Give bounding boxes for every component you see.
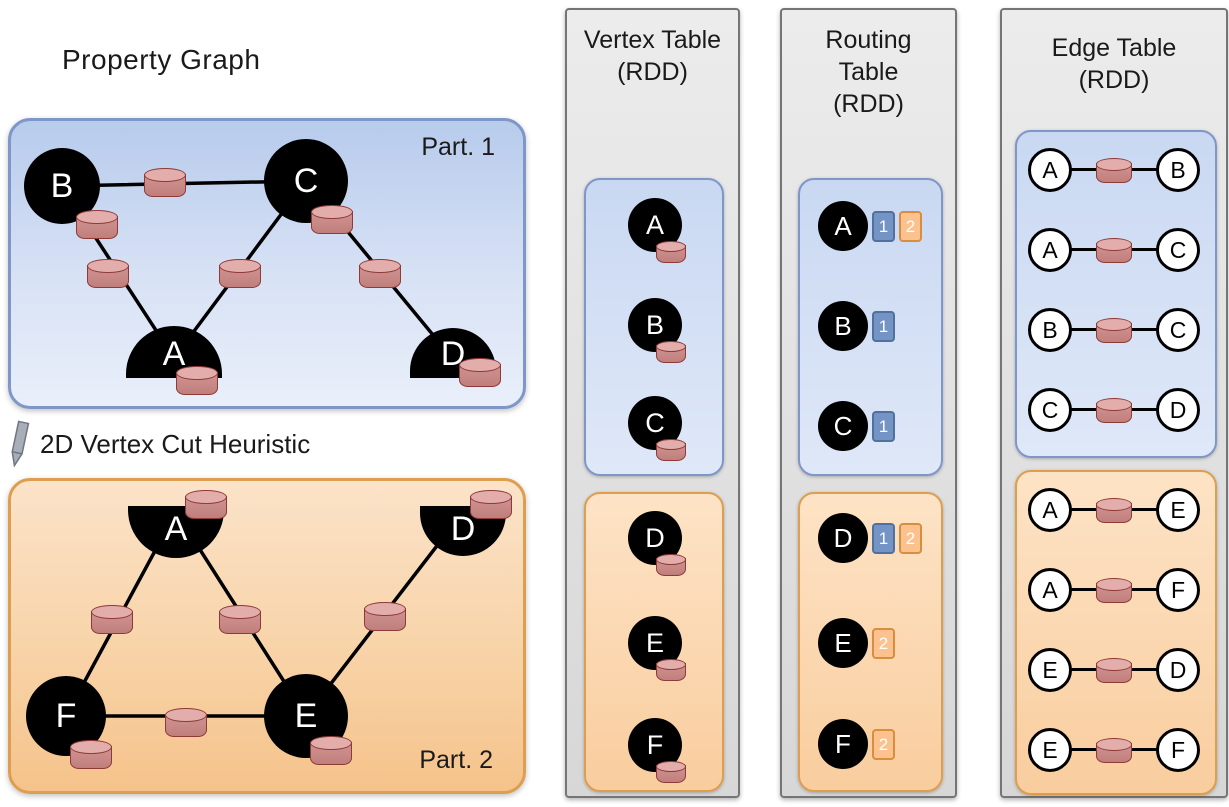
- vertex-table-node-f: F: [628, 718, 682, 772]
- edge-property-cylinder-icon: [1096, 578, 1132, 603]
- edge-src-node: A: [1028, 228, 1072, 272]
- vertex-table-subtitle: (RDD): [617, 58, 688, 86]
- edge-dst-node: F: [1156, 568, 1200, 612]
- routing-badge-partition-2: 2: [872, 628, 895, 659]
- edge-dst-node: E: [1156, 488, 1200, 532]
- routing-badge-partition-1: 1: [872, 523, 895, 554]
- vertex-label: A: [834, 210, 852, 241]
- vertex-cut-heuristic: 2D Vertex Cut Heuristic: [8, 420, 310, 468]
- vertex-label: B: [834, 310, 852, 341]
- partition-1-label: Part. 1: [421, 133, 495, 161]
- edge-table-panel: Edge Table (RDD) A B A C B C C D A E A F…: [1000, 8, 1228, 798]
- edge-property-cylinder-icon: [1096, 738, 1132, 763]
- vertex-table-panel: Vertex Table (RDD) A B C D E F: [565, 8, 740, 798]
- routing-badge-partition-2: 2: [872, 729, 895, 760]
- edge-property-cylinder-icon: [359, 259, 401, 288]
- vertex-table-title-line: Vertex Table: [583, 26, 722, 54]
- routing-node-d: D: [818, 513, 868, 563]
- edge-src-node: A: [1028, 568, 1072, 612]
- edge-src-node: C: [1028, 388, 1072, 432]
- property-graph-title: Property Graph: [62, 44, 261, 75]
- edge-src-node: B: [1028, 308, 1072, 352]
- vertex-label: F: [55, 696, 77, 735]
- edge-property-cylinder-icon: [1096, 318, 1132, 343]
- routing-badge-partition-2: 2: [899, 211, 922, 242]
- edge-property-cylinder-icon: [1096, 238, 1132, 263]
- edge-property-cylinder-icon: [1096, 498, 1132, 523]
- edge-dst-node: D: [1156, 388, 1200, 432]
- vertex-property-cylinder-icon: [656, 554, 686, 576]
- edge-table-title: Edge Table (RDD): [1002, 32, 1226, 96]
- vertex-label: C: [645, 407, 665, 438]
- edge-src-node: E: [1028, 648, 1072, 692]
- edge-dst-node: D: [1156, 648, 1200, 692]
- edge-dst-node: C: [1156, 228, 1200, 272]
- routing-node-b: B: [818, 301, 868, 351]
- routing-table-subtitle: (RDD): [833, 90, 904, 118]
- vertex-property-cylinder-icon: [656, 761, 686, 783]
- pencil-icon: [11, 420, 30, 468]
- vertex-property-cylinder-icon: [76, 210, 118, 239]
- vertex-property-cylinder-icon: [656, 241, 686, 263]
- edge-property-cylinder-icon: [1096, 398, 1132, 423]
- edge-src-node: A: [1028, 148, 1072, 192]
- vertex-label: D: [645, 522, 665, 553]
- routing-node-e: E: [818, 618, 868, 668]
- vertex-property-cylinder-icon: [311, 205, 353, 234]
- edge-property-cylinder-icon: [219, 259, 261, 288]
- routing-table-panel: Routing Table (RDD) A 1 2 B 1 C 1 D 1 2 …: [780, 8, 957, 798]
- vertex-label: D: [833, 522, 853, 553]
- edge-property-cylinder-icon: [144, 168, 186, 197]
- edge-property-cylinder-icon: [1096, 658, 1132, 683]
- vertex-label: E: [294, 696, 318, 735]
- edge-property-cylinder-icon: [165, 708, 207, 737]
- routing-node-a: A: [818, 201, 868, 251]
- vertex-label: E: [645, 627, 664, 658]
- routing-table-title: Routing Table (RDD): [782, 24, 955, 120]
- edge-property-cylinder-icon: [91, 605, 133, 634]
- vertex-label: F: [646, 729, 664, 760]
- edge-src-node: E: [1028, 728, 1072, 772]
- vertex-label: A: [645, 209, 664, 240]
- vertex-property-cylinder-icon: [185, 490, 227, 519]
- edge-table-subtitle: (RDD): [1078, 66, 1150, 94]
- edge-dst-node: C: [1156, 308, 1200, 352]
- vertex-property-cylinder-icon: [656, 439, 686, 461]
- routing-node-f: F: [818, 719, 868, 769]
- partition-2-label: Part. 2: [419, 746, 493, 774]
- routing-table-title-line1: Routing: [825, 26, 912, 54]
- vertex-cut-heuristic-label: 2D Vertex Cut Heuristic: [40, 428, 311, 459]
- routing-node-c: C: [818, 401, 868, 451]
- edge-dst-node: F: [1156, 728, 1200, 772]
- edge-property-cylinder-icon: [87, 259, 129, 288]
- edge-property-cylinder-icon: [219, 605, 261, 634]
- vertex-label: F: [835, 728, 851, 759]
- routing-badge-partition-2: 2: [899, 523, 922, 554]
- edge-property-cylinder-icon: [364, 602, 406, 631]
- vertex-property-cylinder-icon: [70, 740, 112, 769]
- edge-dst-node: B: [1156, 148, 1200, 192]
- routing-table-title-line2: Table: [838, 58, 899, 86]
- vertex-table-title: Vertex Table (RDD): [567, 24, 738, 88]
- edge-property-cylinder-icon: [1096, 158, 1132, 183]
- routing-badge-partition-1: 1: [872, 311, 895, 342]
- vertex-label: E: [834, 627, 852, 658]
- vertex-property-cylinder-icon: [310, 736, 352, 765]
- vertex-label: B: [50, 166, 74, 205]
- vertex-property-cylinder-icon: [656, 341, 686, 363]
- routing-badge-partition-1: 1: [872, 411, 895, 442]
- vertex-label: C: [293, 161, 319, 200]
- routing-badge-partition-1: 1: [872, 211, 895, 242]
- vertex-property-cylinder-icon: [176, 366, 218, 395]
- edge-table-title-line: Edge Table: [1051, 34, 1177, 62]
- edge-src-node: A: [1028, 488, 1072, 532]
- vertex-label: C: [833, 410, 853, 441]
- vertex-property-cylinder-icon: [459, 358, 501, 387]
- vertex-label: B: [645, 309, 664, 340]
- vertex-property-cylinder-icon: [656, 659, 686, 681]
- vertex-label: A: [164, 510, 188, 548]
- vertex-property-cylinder-icon: [470, 490, 512, 519]
